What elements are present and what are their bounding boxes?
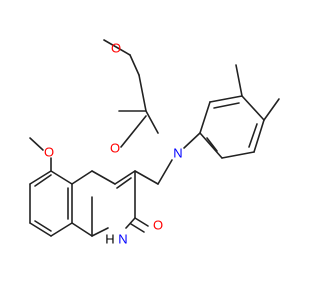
bond	[199, 132, 223, 159]
atom-label-nitrogen: N	[118, 232, 127, 247]
bond	[263, 98, 280, 121]
bond	[29, 170, 52, 185]
molecule-diagram: O O N O H N O	[29, 39, 280, 247]
bond	[130, 223, 145, 233]
bond	[129, 54, 140, 76]
bond	[34, 220, 52, 232]
bond	[138, 74, 147, 112]
bond	[71, 222, 93, 237]
structure-canvas: O O N O H N O	[29, 39, 280, 247]
bond	[183, 132, 201, 149]
bond	[221, 151, 255, 159]
bond	[248, 123, 258, 148]
bond	[235, 64, 243, 97]
bond	[91, 170, 116, 185]
bond	[209, 95, 243, 103]
atom-label-hydrogen: H	[105, 232, 114, 247]
bond	[103, 39, 131, 56]
bond	[145, 110, 159, 134]
bond	[241, 95, 265, 121]
bond	[29, 137, 44, 151]
bond	[213, 102, 240, 109]
bond	[116, 177, 132, 189]
bond	[125, 217, 136, 229]
bond	[157, 159, 173, 185]
bond	[34, 174, 52, 187]
bond	[253, 119, 265, 153]
bond	[206, 137, 218, 152]
bond	[50, 170, 73, 185]
bond	[50, 222, 73, 237]
bond	[29, 222, 52, 237]
bond	[71, 170, 93, 185]
atom-label-oxygen: O	[44, 145, 54, 160]
bond	[91, 227, 109, 237]
atom-label-oxygen: O	[111, 41, 121, 56]
bond	[134, 217, 149, 227]
bond	[120, 115, 147, 148]
atom-label-oxygen: O	[110, 141, 120, 156]
bond	[134, 170, 159, 185]
bond	[114, 170, 136, 185]
bond	[199, 101, 211, 134]
atom-label-oxygen: O	[153, 218, 163, 233]
atom-label-nitrogen: N	[173, 146, 182, 161]
